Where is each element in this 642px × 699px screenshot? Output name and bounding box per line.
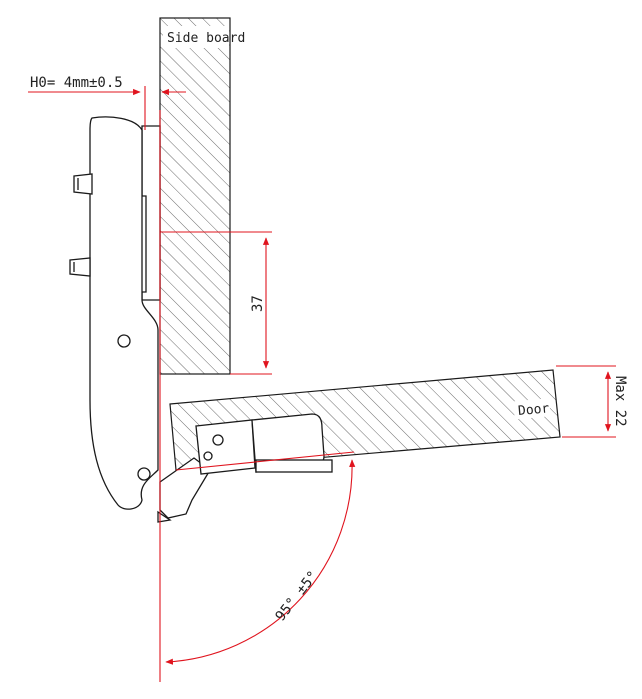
cup-screw-1 bbox=[212, 434, 224, 446]
max22-label: Max 22 bbox=[612, 376, 628, 427]
angle-arc bbox=[165, 459, 356, 665]
h0-label: H0= 4mm±0.5 bbox=[30, 75, 123, 91]
hinge bbox=[69, 116, 333, 523]
cup-screw-2 bbox=[203, 451, 213, 461]
door-label-bg bbox=[513, 398, 551, 420]
side-board-body bbox=[159, 17, 231, 375]
dim37-label: 37 bbox=[250, 295, 266, 312]
hinge-cup-flange bbox=[255, 459, 333, 473]
angle-label: 95° ±5° bbox=[273, 568, 322, 624]
side-board: Side board bbox=[159, 17, 245, 375]
adjust-screw-top bbox=[73, 173, 93, 195]
dimensions bbox=[28, 86, 616, 682]
door-label: Door bbox=[517, 401, 550, 419]
side-board-label-bg bbox=[163, 26, 229, 48]
hinge-arm bbox=[89, 116, 159, 510]
side-board-label: Side board bbox=[167, 31, 245, 46]
pivot-hole-2 bbox=[137, 467, 151, 481]
pivot-hole-1 bbox=[117, 334, 131, 348]
hinge-cup-left bbox=[195, 419, 256, 475]
adjust-screw-bottom bbox=[69, 257, 91, 277]
